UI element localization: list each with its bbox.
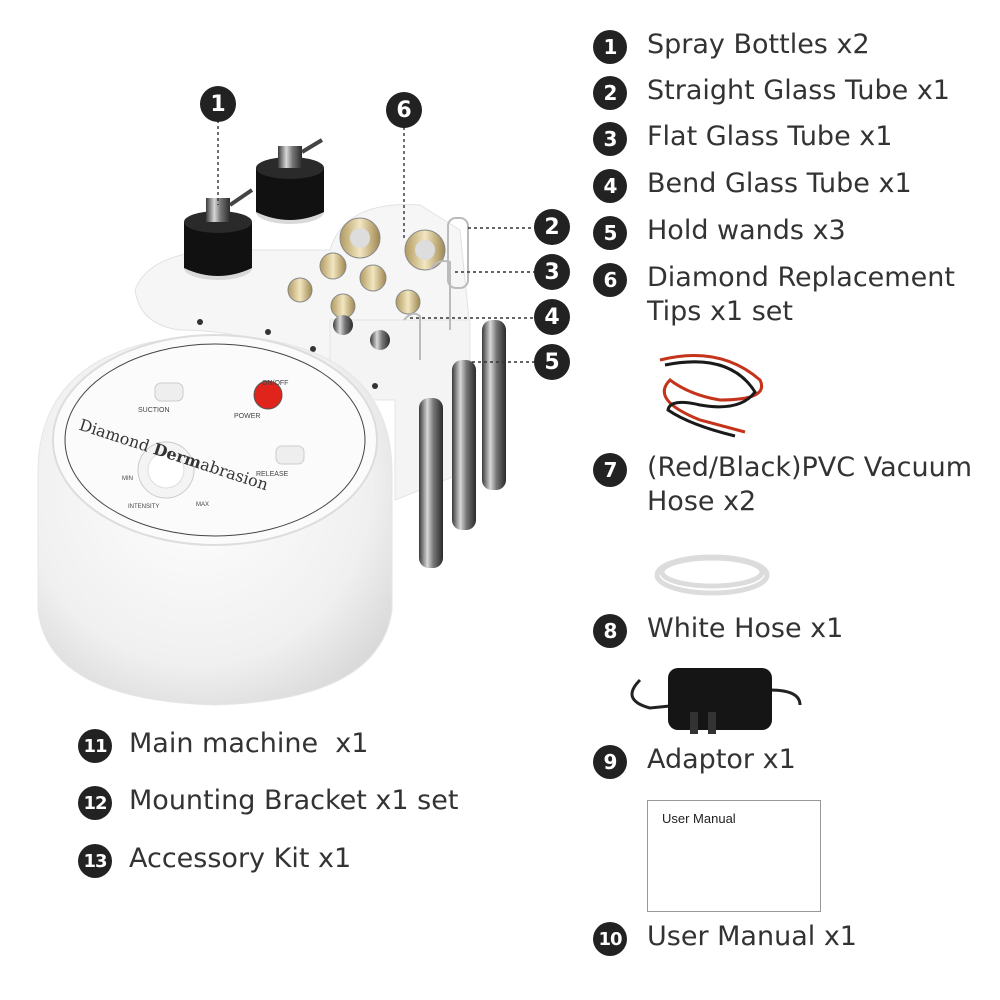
svg-text:ON/OFF: ON/OFF [262,380,288,387]
spray-bottle [256,138,324,224]
pvc-vacuum-hose [659,354,764,438]
item-label: Adaptor x1 [647,744,796,775]
item-number-badge: 7 [593,453,627,487]
white-hose [654,554,770,596]
svg-text:SUCTION: SUCTION [138,407,170,414]
item-number-badge: 13 [78,844,112,878]
main-machine: ON/OFF POWER SUCTION RELEASE INTENSITY M… [37,334,393,706]
adaptor [630,668,802,734]
callout-badge: 5 [534,344,570,380]
user-manual-title: User Manual [662,811,736,826]
item-number-badge: 11 [78,729,112,763]
callout-badge: 6 [386,92,422,128]
spray-bottle [184,188,254,280]
item-number-badge: 3 [593,122,627,156]
item-number-badge: 4 [593,169,627,203]
item-label: Diamond Replacement Tips x1 set [647,262,955,327]
power-button [253,380,283,410]
item-number-badge: 5 [593,216,627,250]
item-label: Straight Glass Tube x1 [647,75,950,106]
item-number-badge: 9 [593,745,627,779]
svg-text:POWER: POWER [234,413,260,420]
callout-badge: 2 [534,209,570,245]
callout-lines [217,120,535,363]
item-number-badge: 6 [593,263,627,297]
hold-wands [419,320,506,568]
svg-text:RELEASE: RELEASE [256,471,289,478]
glass-tubes [403,217,469,360]
item-number-badge: 10 [593,922,627,956]
svg-text:MAX: MAX [196,502,209,508]
callout-badge: 4 [534,299,570,335]
item-label: Bend Glass Tube x1 [647,168,912,199]
user-manual-image: User Manual [647,800,821,912]
item-number-badge: 8 [593,614,627,648]
item-label: Hold wands x3 [647,215,846,246]
diamond-tips [287,217,446,350]
item-number-badge: 12 [78,786,112,820]
item-label: (Red/Black)PVC Vacuum Hose x2 [647,452,972,517]
item-label: White Hose x1 [647,613,844,644]
svg-text:MIN: MIN [122,476,133,482]
svg-text:INTENSITY: INTENSITY [128,504,159,510]
callout-badge: 3 [534,254,570,290]
item-number-badge: 1 [593,30,627,64]
item-number-badge: 2 [593,76,627,110]
item-label: User Manual x1 [647,921,857,952]
item-label: Mounting Bracket x1 set [129,785,459,816]
item-label: Spray Bottles x2 [647,29,870,60]
item-label: Accessory Kit x1 [129,843,352,874]
item-label: Flat Glass Tube x1 [647,121,893,152]
callout-badge: 1 [200,86,236,122]
item-label: Main machine x1 [129,728,369,759]
